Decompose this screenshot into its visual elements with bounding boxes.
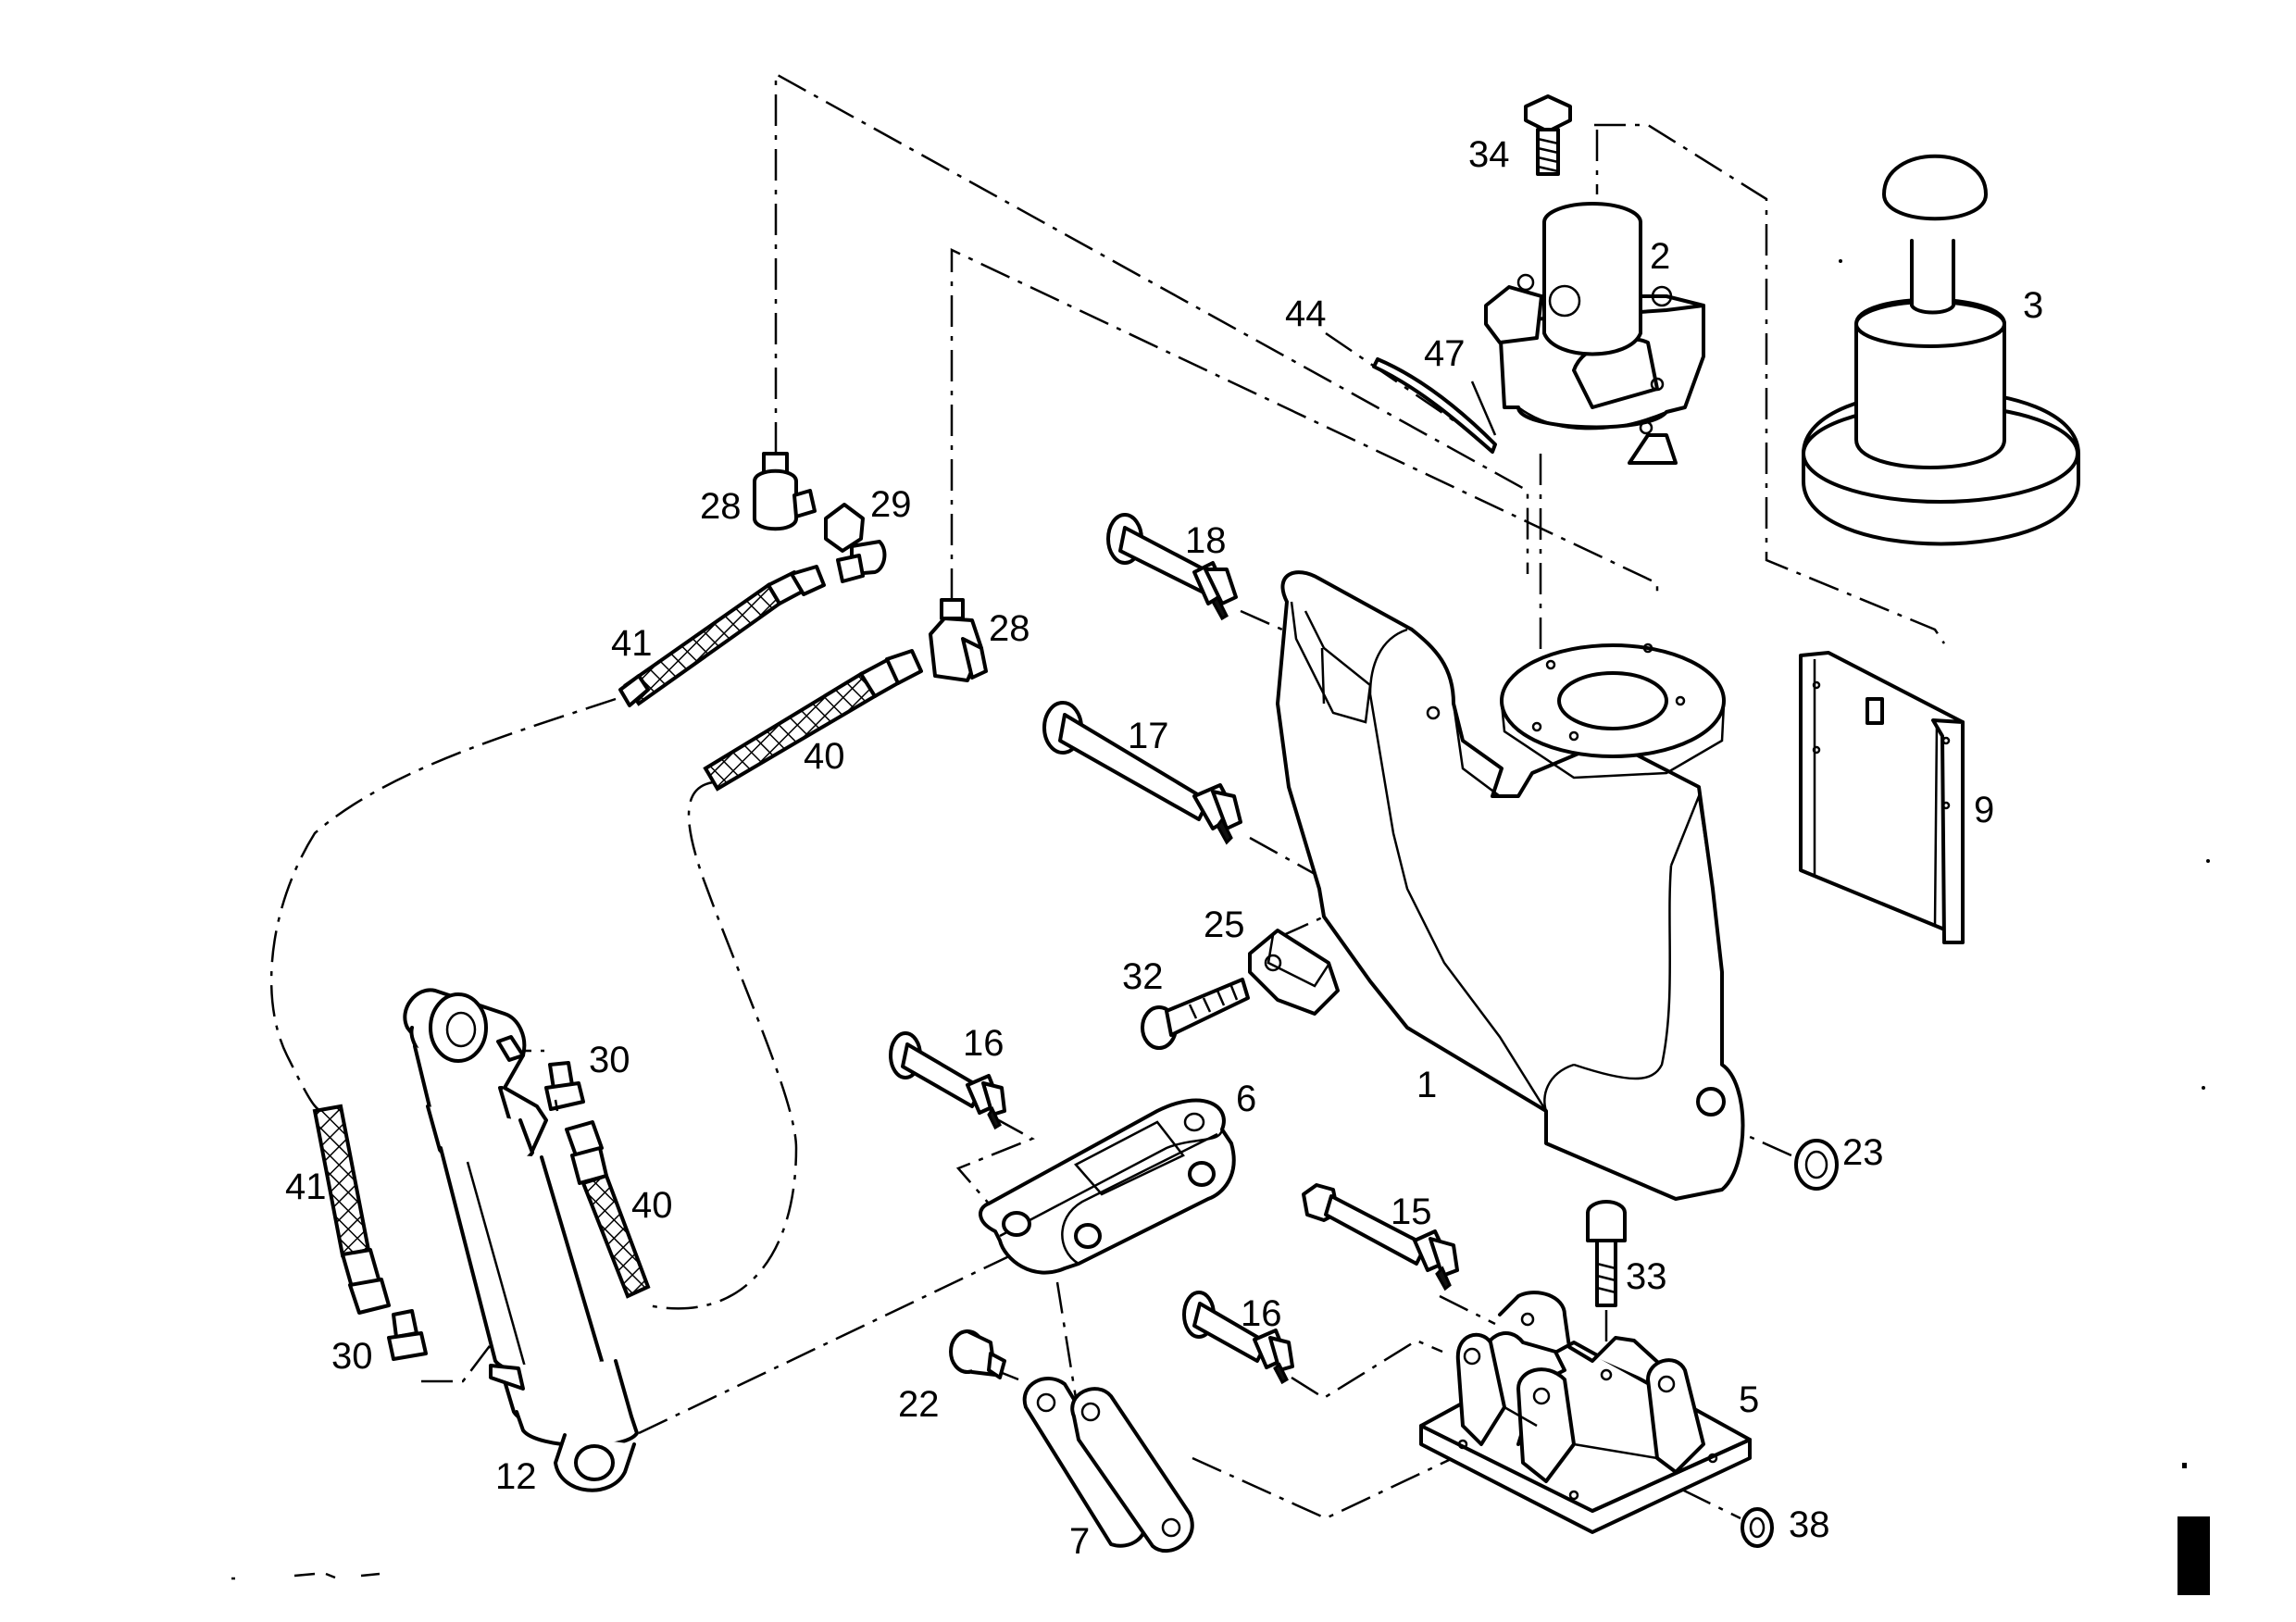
callout-38: 38 [1789, 1504, 1830, 1545]
callout-33: 33 [1626, 1256, 1667, 1297]
part-25-clamp-block [1248, 929, 1340, 1016]
part-40-hose-lower [565, 1120, 651, 1299]
callout-28-upper: 28 [700, 486, 742, 527]
part-2-swivel-head [1484, 202, 1705, 465]
part-15-pin [1302, 1183, 1459, 1291]
part-3-foot-pad [1802, 154, 2080, 546]
callout-17: 17 [1128, 716, 1169, 756]
callout-labels: 34 2 3 44 47 28 29 28 18 41 40 17 9 25 3… [285, 134, 2043, 1562]
part-9-plate [1799, 651, 1965, 944]
callout-18: 18 [1185, 520, 1227, 561]
callout-25: 25 [1204, 905, 1245, 945]
callout-2: 2 [1650, 236, 1670, 277]
part-30-fitting-lower [387, 1309, 428, 1361]
callout-16-upper: 16 [963, 1023, 1004, 1064]
callout-40-upper: 40 [804, 736, 845, 777]
part-16-pin-upper [889, 1031, 1006, 1130]
part-29-elbow [824, 503, 887, 583]
callout-16-lower: 16 [1241, 1293, 1282, 1334]
part-1-main-bracket [1276, 570, 1745, 1201]
callout-32: 32 [1122, 956, 1164, 997]
callout-7: 7 [1069, 1521, 1090, 1562]
part-12-hydraulic-cylinder [403, 988, 639, 1492]
part-38-washer [1741, 1507, 1774, 1548]
callout-1: 1 [1416, 1065, 1437, 1105]
callout-5: 5 [1739, 1379, 1759, 1420]
part-30-fitting-upper [544, 1061, 585, 1112]
callout-28-lower: 28 [989, 608, 1030, 649]
callout-41-lower: 41 [285, 1167, 327, 1207]
callout-47: 47 [1424, 333, 1466, 374]
callout-41-upper: 41 [611, 623, 653, 664]
callout-9: 9 [1974, 790, 1994, 830]
callout-12: 12 [495, 1456, 537, 1497]
callout-34: 34 [1468, 134, 1510, 175]
leader-lines [269, 71, 1946, 1520]
callout-44: 44 [1285, 293, 1327, 334]
callout-15: 15 [1391, 1192, 1432, 1232]
callout-30-upper: 30 [589, 1040, 630, 1080]
part-28-tee-fitting-upper [753, 452, 817, 531]
part-34-bolt [1524, 94, 1572, 176]
page-marker [231, 259, 2210, 1595]
part-41-hose-upper [618, 565, 826, 707]
part-5-base-bracket [1419, 1291, 1752, 1534]
index-bar [2177, 1516, 2210, 1595]
part-44-47-cable [1372, 357, 1497, 454]
callout-23: 23 [1842, 1132, 1884, 1173]
part-28-tee-fitting-lower [929, 598, 988, 682]
part-16-pin-lower [1182, 1291, 1294, 1385]
part-23-washer [1794, 1139, 1839, 1191]
callout-3: 3 [2023, 285, 2043, 326]
part-40-hose-upper [703, 649, 923, 792]
callout-30-lower: 30 [331, 1336, 373, 1377]
callout-29: 29 [870, 484, 912, 525]
part-33-screw [1586, 1200, 1627, 1307]
part-32-screw [1141, 978, 1250, 1050]
callout-40-lower: 40 [631, 1185, 673, 1226]
part-41-hose-lower [312, 1104, 391, 1315]
callout-6: 6 [1236, 1079, 1256, 1119]
part-22-bushing [949, 1329, 1006, 1379]
part-7-link [1022, 1377, 1194, 1553]
part-17-bolt [1042, 701, 1242, 845]
part-18-pin [1106, 513, 1238, 621]
part-6-link [979, 1098, 1236, 1275]
callout-22: 22 [898, 1384, 940, 1425]
